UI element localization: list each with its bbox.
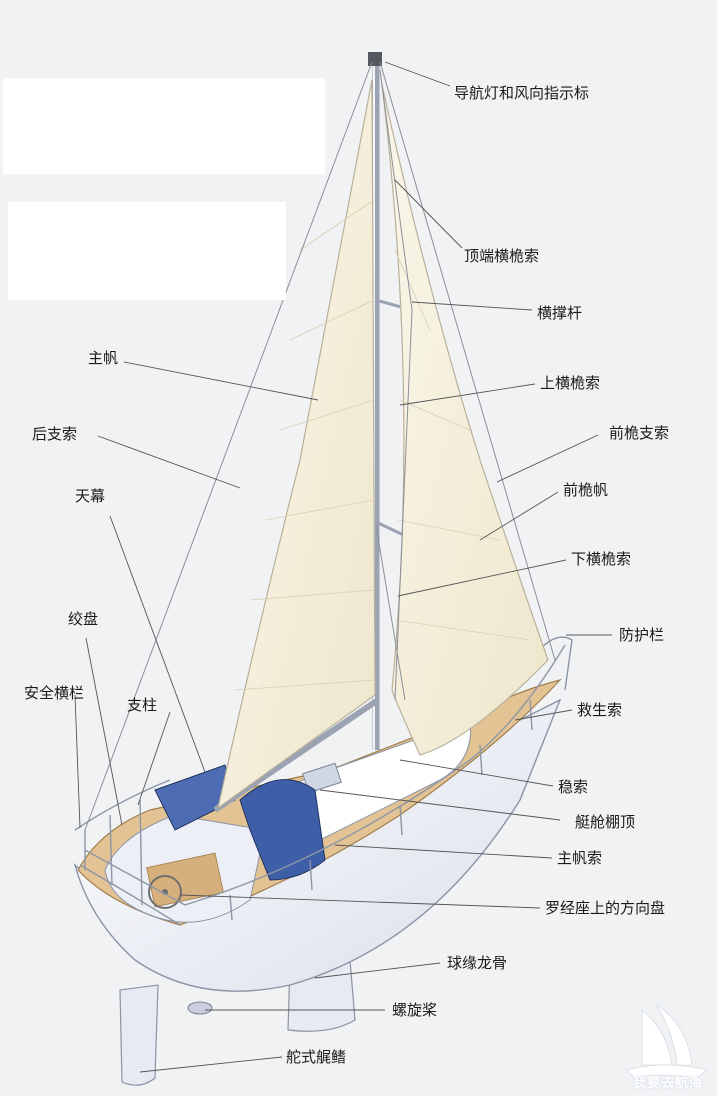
label-dodger: 艇舱棚顶 (575, 813, 636, 831)
leader-lines (74, 61, 612, 1073)
wheel-shape (148, 875, 182, 909)
label-mainsail: 主帆 (88, 349, 119, 367)
label-forestay: 前桅支索 (609, 424, 670, 442)
label-propeller: 螺旋桨 (392, 1001, 438, 1019)
blank-patch-top (3, 78, 325, 174)
watermark-text: 我要去航海 (633, 1076, 704, 1091)
rails (74, 636, 573, 926)
skeg-rudder (119, 984, 159, 1086)
forestay-line (379, 61, 556, 661)
label-lower-shroud: 下横桅索 (571, 550, 632, 568)
sail-seams (234, 199, 531, 691)
label-bulb-keel: 球缘龙骨 (447, 954, 508, 972)
jib-shape (381, 84, 549, 756)
label-lifeline-rail: 安全横栏 (24, 684, 85, 702)
lower-shroud-line (375, 524, 406, 701)
watermark-logo-icon (626, 1004, 708, 1079)
label-mainsheet: 主帆索 (557, 849, 603, 867)
label-pulpit: 防护栏 (619, 626, 665, 644)
label-winch: 绞盘 (68, 610, 99, 628)
backstay-line (84, 61, 373, 831)
label-sunshade: 天幕 (75, 487, 106, 505)
label-stanchion: 支柱 (127, 696, 158, 714)
hatch (302, 762, 342, 794)
masthead (368, 52, 382, 66)
boom (213, 697, 380, 813)
dodger (239, 779, 326, 881)
blank-patch-middle (8, 202, 286, 300)
label-jackstay: 救生索 (577, 701, 623, 719)
mainsail-shape (217, 79, 376, 810)
label-stay: 稳索 (558, 778, 589, 796)
label-backstay: 后支索 (32, 425, 78, 443)
label-top-shroud: 顶端横桅索 (464, 247, 540, 265)
rigging (84, 61, 556, 831)
propeller-shape (187, 1001, 213, 1015)
label-jib: 前桅帆 (563, 481, 609, 499)
label-nav-light: 导航灯和风向指示标 (454, 84, 590, 102)
label-upper-shroud: 上横桅索 (540, 374, 601, 392)
top-shroud-line (379, 69, 413, 701)
label-binnacle-wheel: 罗经座上的方向盘 (545, 899, 666, 917)
label-spreader: 横撑杆 (537, 304, 583, 322)
label-skeg-rudder: 舵式艉鳍 (286, 1048, 347, 1066)
